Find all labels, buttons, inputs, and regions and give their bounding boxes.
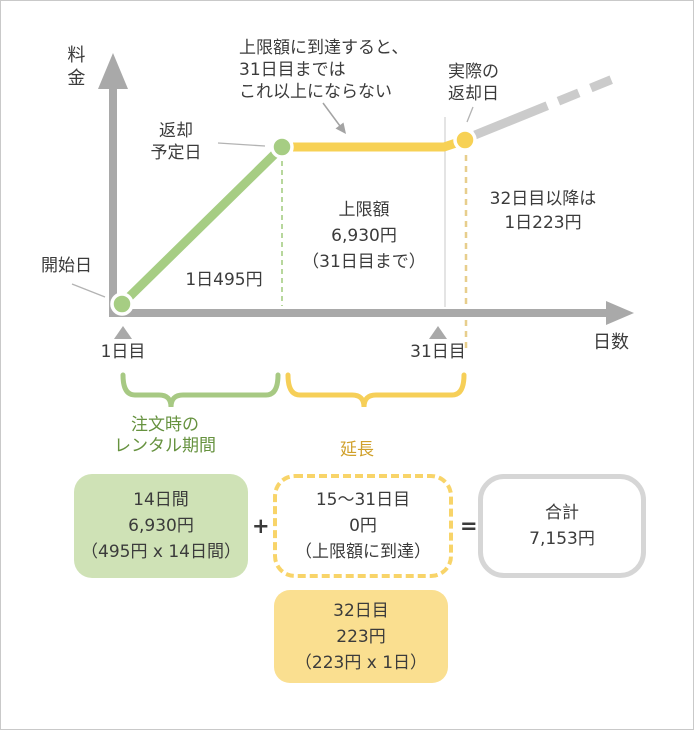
after-cap-line: 1日223円	[504, 213, 582, 233]
cap-amount-line: 上限額	[338, 200, 390, 220]
actual-return-point	[453, 128, 477, 152]
cap-amount-line: 6,930円	[331, 226, 397, 246]
extension-free-box: 15〜31日目 0円 （上限額に到達）	[273, 474, 453, 578]
extension-label: 延長	[340, 440, 374, 460]
scheduled-return-line: 返却	[159, 121, 193, 141]
total-box: 合計 7,153円	[478, 474, 646, 578]
after-cap-extension-line	[473, 74, 615, 140]
cap-note-line: 上限額に到達すると、	[239, 38, 409, 58]
rental-box-line: 6,930円	[128, 516, 194, 536]
rental-total-box: 14日間 6,930円 （495円 x 14日間）	[74, 474, 248, 578]
rental-period-brace-icon	[120, 372, 281, 408]
rental-box-line: 14日間	[133, 490, 189, 510]
day32-box-line: （223円 x 1日）	[294, 652, 428, 673]
scheduled-return-line: 予定日	[150, 143, 202, 163]
day32-box-line: 32日目	[333, 600, 389, 621]
x-axis-line	[109, 309, 607, 317]
start-point	[110, 292, 134, 316]
scheduled-return-label: 返却 予定日	[145, 120, 207, 164]
actual-return-line: 実際の	[448, 62, 499, 82]
start-pointer-line	[71, 283, 106, 298]
cap-note-arrow-line	[322, 102, 341, 127]
x-axis-label: 日数	[593, 332, 629, 353]
after-cap-label: 32日目以降は 1日223円	[463, 187, 623, 235]
extension-brace-icon	[285, 372, 467, 408]
cap-note-annotation: 上限額に到達すると、 31日目までは これ以上にならない	[239, 37, 408, 103]
cap-note-line: これ以上にならない	[239, 82, 392, 102]
cap-price-line	[293, 136, 464, 152]
cap-amount-line: （31日目まで）	[302, 252, 426, 272]
total-box-line: 合計	[545, 503, 579, 523]
extension-box-line: 0円	[349, 516, 377, 536]
actual-return-line: 返却日	[448, 84, 499, 104]
total-box-line: 7,153円	[529, 529, 595, 549]
y-axis-arrowhead-icon	[98, 53, 128, 89]
y-axis-line	[109, 87, 117, 317]
tick-label-day1: 1日目	[100, 342, 146, 362]
day1-tick-marker-icon	[114, 326, 132, 339]
plus-sign: +	[252, 514, 270, 538]
rental-period-line: レンタル期間	[114, 436, 216, 456]
scheduled-return-point	[270, 135, 294, 159]
actual-return-label: 実際の 返却日	[448, 61, 499, 105]
daily-rate-label: 1日495円	[185, 270, 263, 290]
equals-sign: =	[460, 514, 478, 538]
actual-return-pointer-line	[466, 106, 474, 123]
day31-tick-marker-icon	[429, 326, 447, 339]
rental-period-label: 注文時の レンタル期間	[95, 415, 235, 457]
scheduled-return-pointer-line	[217, 142, 266, 147]
after-cap-line: 32日目以降は	[489, 189, 597, 209]
cap-note-arrowhead-icon	[335, 122, 346, 134]
rental-price-line	[118, 143, 286, 308]
start-label: 開始日	[41, 256, 92, 276]
rental-box-line: （495円 x 14日間）	[81, 542, 241, 562]
cap-note-line: 31日目までは	[239, 60, 346, 80]
extension-box-line: 15〜31日目	[315, 490, 411, 510]
rental-period-line: 注文時の	[131, 415, 199, 435]
tick-label-day31: 31日目	[410, 342, 466, 362]
x-axis-arrowhead-icon	[606, 301, 634, 325]
y-axis-label: 料金	[64, 45, 86, 91]
cap-amount-label: 上限額 6,930円 （31日目まで）	[294, 197, 434, 275]
day32-box-line: 223円	[336, 626, 386, 647]
extension-box-line: （上限額に到達）	[295, 542, 431, 562]
day32-charge-box: 32日目 223円 （223円 x 1日）	[274, 590, 448, 683]
